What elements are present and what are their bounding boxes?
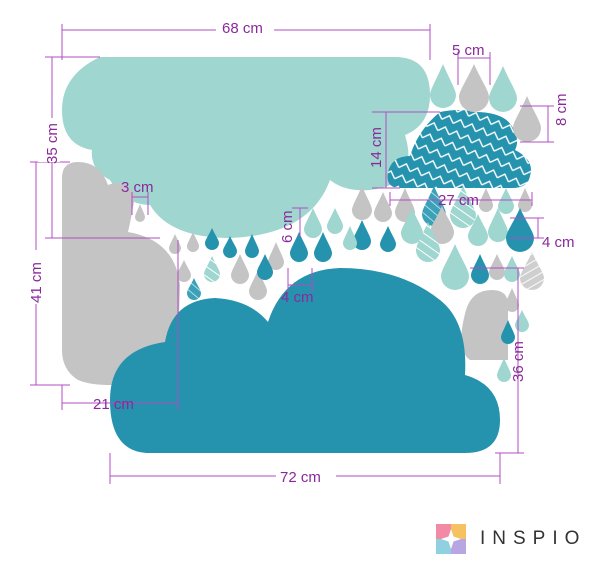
raindrop [187,232,199,252]
brand-name: INSPIO [480,528,587,549]
right-drop-height-label: 8 cm [553,93,570,126]
raindrop [450,186,476,228]
raindrop [380,226,396,252]
gray-cloud-right [461,290,508,360]
raindrop [205,228,219,250]
raindrop [501,320,515,344]
drop-height-4-label: 4 cm [281,289,314,306]
raindrop [231,254,249,284]
raindrop [489,254,505,280]
inspio-logo-icon [436,524,466,554]
raindrop [187,278,201,300]
patterned-cloud-width-label: 27 cm [438,192,479,209]
gray-cloud-height-label: 41 cm [28,262,45,303]
raindrop [504,256,520,282]
raindrop [290,232,308,262]
raindrop [520,252,544,290]
raindrop [249,270,267,300]
drop-height-6-label: 6 cm [279,210,296,243]
raindrop [468,214,488,246]
gray-cloud-width-label: 21 cm [93,396,134,413]
raindrop [135,204,145,222]
raindrop [497,358,511,382]
patterned-cloud-height-label: 14 cm [368,127,385,168]
small-drop-width-label: 5 cm [452,42,485,59]
top-cloud-height-label: 35 cm [44,123,61,164]
raindrop [505,288,519,312]
raindrop [515,310,529,332]
raindrop [169,234,181,254]
raindrop [498,188,514,214]
bottom-cloud-width-label: 72 cm [280,469,321,486]
raindrop [177,260,191,282]
raindrop [223,236,237,258]
bottom-teal-cloud [110,268,500,453]
raindrop [327,208,343,234]
raindrop [489,66,517,112]
raindrop [430,64,456,108]
raindrop [352,186,372,220]
raindrop [257,254,273,280]
top-mint-cloud [62,57,430,238]
raindrop [459,64,489,112]
raindrop [374,192,392,222]
raindrop [430,206,454,244]
bottom-cloud-height-label: 36 cm [510,341,527,382]
raindrop [304,208,322,238]
raindrop [513,96,541,142]
raindrop [401,208,423,244]
raindrop [268,242,284,270]
raindrops [135,64,544,382]
raindrop [314,232,332,262]
raindrop [353,220,371,250]
raindrop [416,222,440,262]
raindrop [343,226,357,250]
patterned-teal-cloud [387,110,531,188]
raindrop [506,208,534,252]
raindrop [471,254,489,284]
medium-drop-width-label: 4 cm [542,234,575,251]
raindrop [245,234,259,258]
raindrop [488,208,508,242]
raindrop [441,244,469,290]
gray-cloud-left [62,162,180,385]
brand: INSPIO [436,524,586,554]
raindrop [204,256,220,282]
top-cloud-width-label: 68 cm [222,20,263,37]
tiny-drop-width-label: 3 cm [121,179,154,196]
